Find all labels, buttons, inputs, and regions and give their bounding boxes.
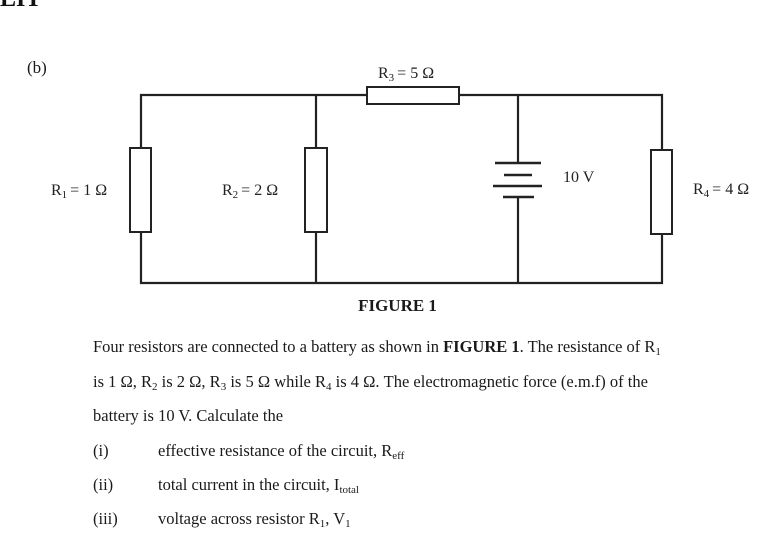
wire-top-right	[459, 93, 664, 150]
wire-bottom	[139, 232, 664, 285]
question-line-1: Four resistors are connected to a batter…	[93, 337, 661, 362]
resistor-r4	[650, 149, 673, 235]
subscript: 1	[319, 518, 326, 530]
wire-left	[139, 93, 367, 148]
circuit-diagram: R1= 1 Ω R2= 2 Ω R3= 5 Ω R4= 4 Ω 10 V	[51, 65, 749, 285]
text: . The resistance of R	[519, 337, 656, 356]
subscript: total	[339, 484, 359, 496]
item-number-ii: (ii)	[93, 475, 114, 494]
text: is 5 Ω while R	[226, 372, 326, 391]
item-text-i: effective resistance of the circuit, Ref…	[158, 441, 404, 462]
wires	[139, 93, 664, 285]
subscript: 1	[345, 518, 351, 530]
cut-off-heading: LIT	[0, 0, 41, 13]
subscript: 4	[326, 381, 332, 393]
battery-symbol	[493, 161, 542, 199]
text: effective resistance of the circuit, R	[158, 441, 393, 460]
item-text-ii: total current in the circuit, Itotal	[158, 475, 359, 496]
subscript: 3	[220, 381, 227, 393]
label-r1: R1= 1 Ω	[51, 182, 107, 201]
item-number-iii: (iii)	[93, 509, 118, 528]
label-r2: R2= 2 Ω	[222, 182, 278, 201]
subscript: eff	[392, 450, 405, 462]
label-r3: R3= 5 Ω	[378, 65, 434, 84]
question-line-3: battery is 10 V. Calculate the	[93, 406, 284, 425]
resistor-r1	[129, 147, 152, 233]
text: Four resistors are connected to a batter…	[93, 337, 444, 356]
text: is 4 Ω. The electromagnetic force (e.m.f…	[331, 372, 648, 391]
label-battery: 10 V	[563, 169, 595, 186]
label-r4: R4= 4 Ω	[693, 181, 749, 200]
figure-ref: FIGURE 1	[443, 337, 520, 356]
resistor-r2	[304, 147, 328, 233]
resistor-r3	[366, 86, 460, 105]
item-number-i: (i)	[93, 441, 109, 460]
subscript: 1	[655, 346, 661, 358]
figure-caption: FIGURE 1	[358, 296, 437, 315]
subscript: 2	[152, 381, 158, 393]
question-line-2: is 1 Ω, R2 is 2 Ω, R3 is 5 Ω while R4 is…	[93, 372, 648, 397]
text: voltage across resistor R	[158, 509, 320, 528]
text: , V	[325, 509, 346, 528]
text: total current in the circuit, I	[158, 475, 340, 494]
text: is 1 Ω, R	[93, 372, 153, 391]
part-label: (b)	[27, 58, 47, 77]
item-text-iii: voltage across resistor R1, V1	[158, 509, 351, 530]
text: is 2 Ω, R	[157, 372, 221, 391]
